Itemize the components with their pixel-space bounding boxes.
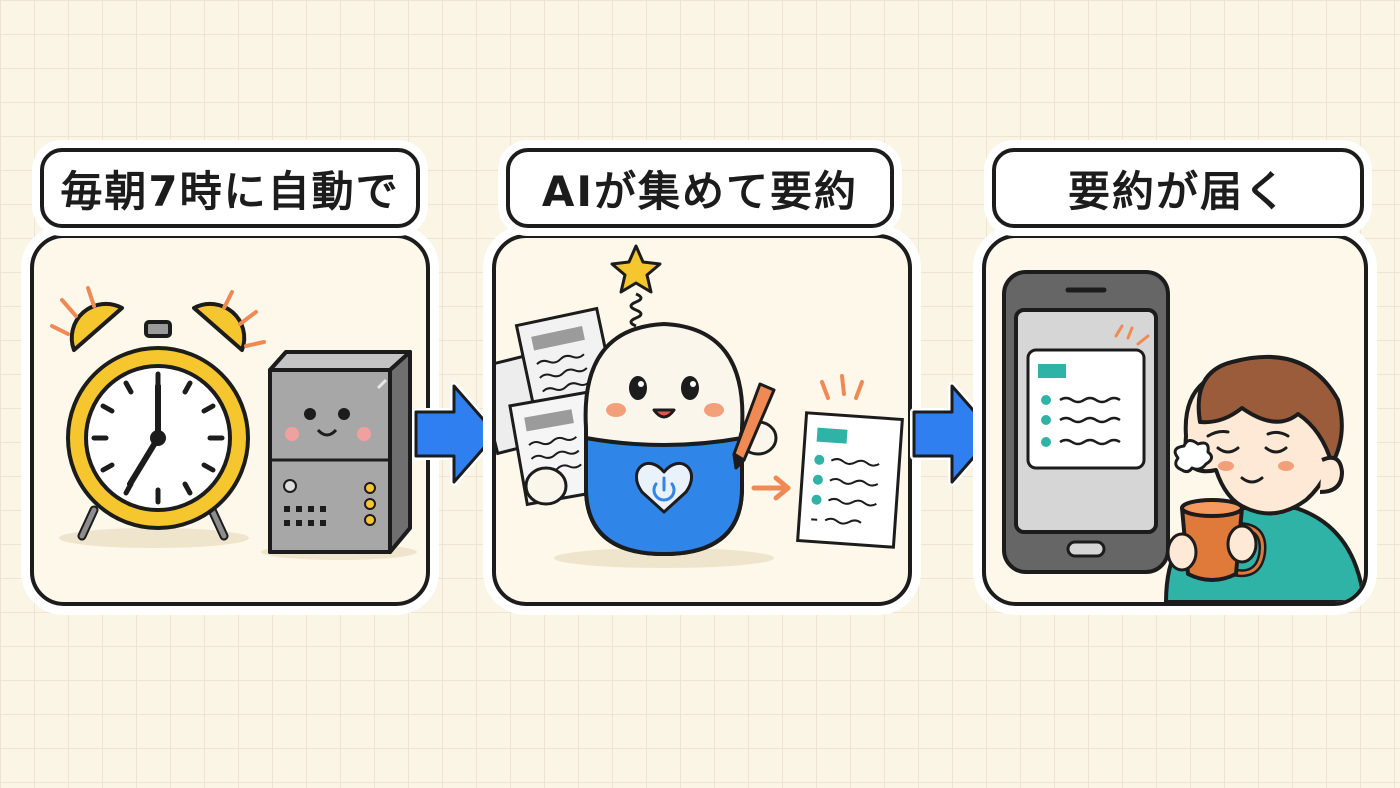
star-icon	[610, 244, 662, 328]
coffee-mug-icon	[1166, 498, 1267, 582]
pencil-icon	[732, 382, 776, 470]
step-3-panel	[982, 234, 1368, 606]
server-icon	[261, 350, 417, 560]
step-2-label: AIが集めて要約	[506, 148, 894, 228]
notification-lines	[1114, 324, 1150, 346]
robot-icon	[524, 322, 778, 568]
document-sparkle-lines	[820, 374, 864, 400]
step-1-label: 毎朝7時に自動で	[40, 148, 420, 228]
summary-arrow-icon	[751, 475, 791, 501]
step-2-panel	[492, 234, 912, 606]
steam-icon	[1173, 439, 1213, 474]
flow-arrow-2	[910, 382, 998, 486]
step-1-panel	[30, 234, 430, 606]
step-3-label: 要約が届く	[992, 148, 1364, 228]
alarm-ring-lines	[50, 286, 266, 348]
power-icon	[652, 476, 676, 502]
summary-document-icon	[796, 411, 904, 549]
flow-arrow-1	[412, 382, 500, 486]
alarm-clock-icon	[59, 301, 250, 548]
smartphone-icon	[1002, 270, 1170, 574]
